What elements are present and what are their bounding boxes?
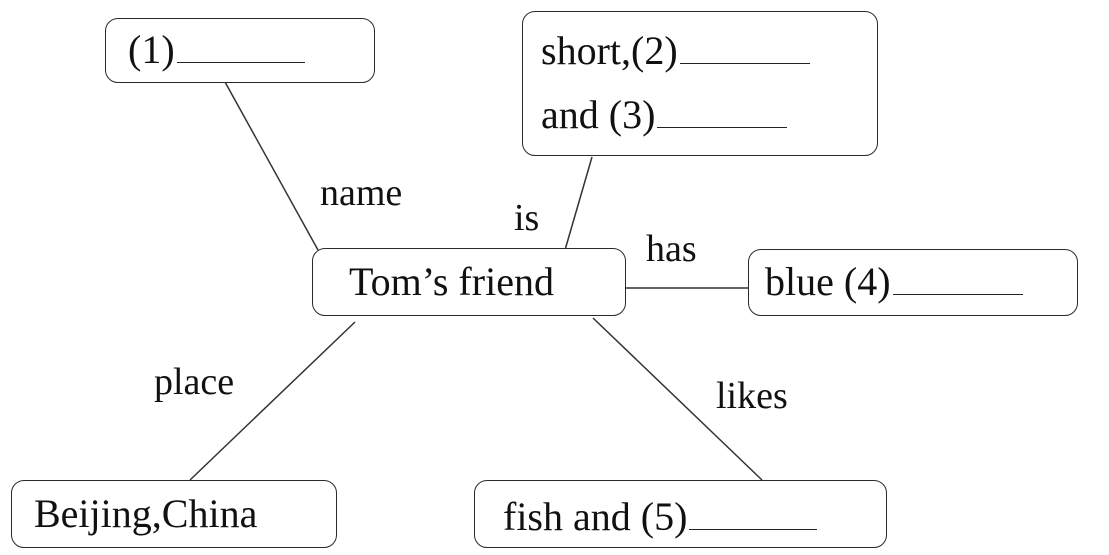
answer-blank-1[interactable]: [176, 32, 305, 63]
has-text: blue (4): [765, 259, 1023, 305]
edge-label-has: has: [646, 228, 697, 270]
likes-text: fish and (5): [503, 494, 818, 540]
center-box: Tom’s friend: [312, 248, 626, 316]
has-text-label: blue (4): [765, 259, 891, 304]
edge-label-place: place: [154, 361, 235, 403]
answer-blank-4[interactable]: [892, 264, 1023, 295]
place-box: Beijing,China: [11, 480, 337, 548]
edge-label-likes: likes: [716, 375, 788, 417]
has-box: blue (4): [748, 249, 1078, 316]
connector-likes: [592, 317, 763, 481]
edge-label-name: name: [320, 172, 403, 214]
answer-blank-3[interactable]: [657, 97, 788, 128]
likes-text-label: fish and (5): [503, 494, 688, 539]
connector-is: [564, 156, 593, 251]
name-box: (1): [105, 18, 375, 83]
is-box: short,(2) and (3): [522, 11, 878, 156]
connector-place: [189, 321, 356, 481]
answer-blank-2[interactable]: [679, 33, 810, 64]
edge-label-is: is: [514, 197, 540, 239]
is-line-2: and (3): [541, 92, 788, 138]
is-line-1: short,(2): [541, 28, 810, 74]
connector-name: [224, 81, 319, 251]
likes-box: fish and (5): [474, 480, 887, 548]
name-text: (1): [128, 27, 305, 73]
place-text: Beijing,China: [34, 491, 258, 536]
is-line-2-text: and (3): [541, 92, 656, 137]
name-blank-label: (1): [128, 27, 175, 72]
center-text: Tom’s friend: [349, 259, 554, 304]
answer-blank-5[interactable]: [689, 499, 818, 530]
is-line-1-text: short,(2): [541, 28, 678, 73]
